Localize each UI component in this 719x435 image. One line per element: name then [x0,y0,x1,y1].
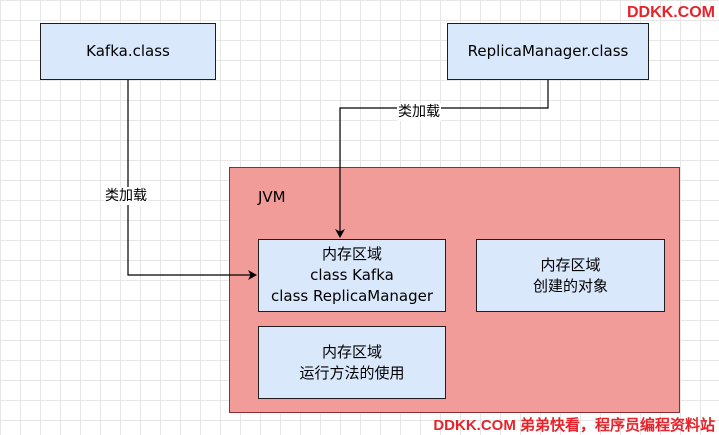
memory-area-method-usage-line-2: 运行方法的使用 [299,363,405,382]
memory-area-classes-line-1: 内存区域 [321,245,382,263]
jvm-label: JVM [258,188,286,206]
watermark-top: DDKK.COM [627,4,715,21]
memory-area-classes: 内存区域 class Kafka class ReplicaManager [258,239,446,312]
memory-area-method-usage: 内存区域 运行方法的使用 [258,326,446,399]
kafka-class-node: Kafka.class [40,23,216,80]
memory-area-objects-line-1: 内存区域 [540,255,601,274]
memory-area-classes-line-2: class Kafka [310,266,394,284]
edge-label-left: 类加载 [104,187,148,205]
kafka-class-label: Kafka.class [86,42,170,60]
watermark-bottom: DDKK.COM 弟弟快看，程序员编程资料站 [433,417,715,434]
memory-area-objects-line-2: 创建的对象 [532,276,608,295]
replica-manager-class-node: ReplicaManager.class [447,23,649,80]
edge-replica-to-memory [335,80,549,238]
memory-area-objects: 内存区域 创建的对象 [476,239,665,312]
replica-manager-class-label: ReplicaManager.class [467,42,629,60]
memory-area-classes-line-3: class ReplicaManager [270,287,434,305]
edge-label-right: 类加载 [397,103,441,121]
memory-area-method-usage-line-1: 内存区域 [321,342,382,361]
edge-kafka-to-memory [127,80,257,280]
